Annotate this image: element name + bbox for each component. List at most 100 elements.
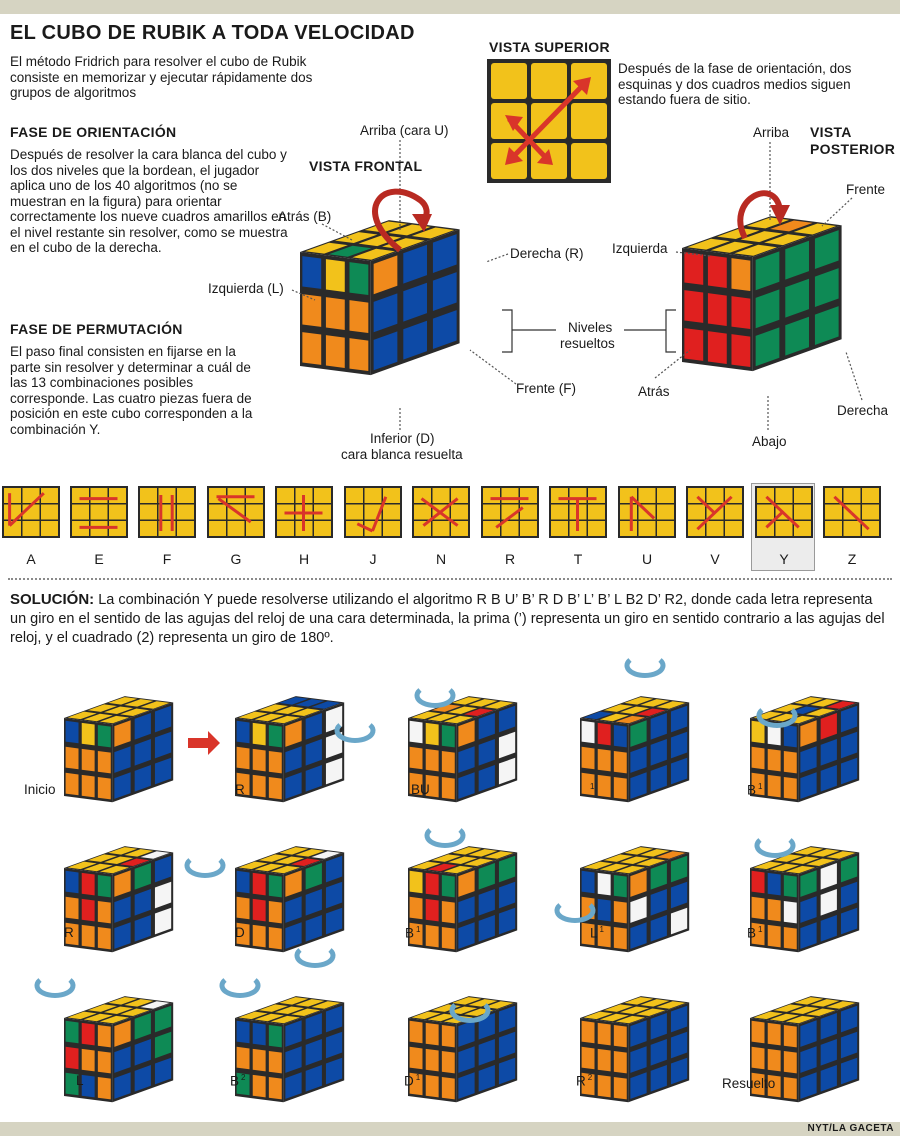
page-title: EL CUBO DE RUBIK A TODA VELOCIDAD [10,22,415,44]
step-cube-2 [235,696,345,803]
case-label-U: U [641,551,653,567]
case-F-icon [138,486,196,538]
front-view-heading: VISTA FRONTAL [309,158,423,174]
case-label-Z: Z [847,551,857,567]
step-label-11: L [76,1073,84,1088]
case-N-icon [412,486,470,538]
label-left-back: Izquierda [612,241,668,256]
label-left: Izquierda (L) [208,281,284,296]
levels-label-2: resueltos [560,336,615,351]
step-label-3: BU [411,782,430,797]
case-label-H: H [298,551,310,567]
rotate-arrow-icon [414,688,456,709]
step-cube-12 [235,996,345,1103]
step-label-6: R [64,925,74,940]
divider [8,578,892,580]
case-Y-icon [755,486,813,538]
step-cube-6 [64,846,174,953]
case-R-icon [481,486,539,538]
top-view-grid [487,59,611,183]
step-label-1: Inicio [24,782,56,797]
rotate-arrow-icon [624,658,666,679]
case-label-V: V [710,551,720,567]
case-V-icon [686,486,744,538]
case-label-N: N [435,551,447,567]
top-view-heading: VISTA SUPERIOR [489,39,610,55]
step-label-4: 1 [590,782,595,791]
case-label-E: E [94,551,104,567]
solution-body: La combinación Y puede resolverse utiliz… [10,592,885,646]
back-view-heading: VISTA [810,124,852,140]
step-cube-7 [235,846,345,953]
step-cube-8 [408,846,518,953]
step-cube-9 [580,846,690,953]
step-cube-10 [750,846,860,953]
step-label-2: R [235,782,245,797]
label-front: Frente (F) [516,381,577,396]
rotate-arrow-icon [554,903,596,924]
main-diagram [291,140,863,430]
case-label-A: A [26,551,36,567]
case-H-icon [275,486,333,538]
case-strip [2,486,881,538]
case-T-icon [549,486,607,538]
label-down-sub: cara blanca resuelta [341,447,463,462]
rotate-arrow-icon [219,978,261,999]
twist-arrowheads [412,205,790,232]
top-view-note: Después de la fase de orientación, dos e… [618,61,852,107]
case-label-J: J [369,551,377,567]
case-E-icon [70,486,128,538]
rotate-arrow-icon [294,948,336,969]
label-down: Inferior (D) [370,431,435,446]
leader-lines [291,140,863,430]
case-A-icon [2,486,60,538]
rotate-arrow-icon [334,723,376,744]
step-label-15: Resuelto [722,1076,776,1091]
levels-brackets [502,309,676,353]
step-cube-15 [750,996,860,1103]
back-cube [682,216,842,372]
rotate-arrow-icon [34,978,76,999]
step-cube-11 [64,996,174,1103]
rotate-arrow-icon [756,708,798,729]
label-right: Derecha (R) [510,246,584,261]
levels-label: Niveles [568,320,613,335]
label-back: Atrás (B) [278,209,332,224]
label-back-back: Atrás [638,384,670,399]
label-front-back: Frente [846,182,886,197]
step-cube-5 [750,696,860,803]
front-cube [300,220,460,376]
permutation-text: El paso final consisten en fijarse en la… [10,344,253,437]
permutation-heading: FASE DE PERMUTACIÓN [10,321,183,337]
case-label-F: F [162,551,172,567]
case-Z-icon [823,486,881,538]
orientation-heading: FASE DE ORIENTACIÓN [10,124,177,140]
label-up-back: Arriba [753,125,790,140]
step-label-7: D [235,925,245,940]
rotate-arrow-icon [184,858,226,879]
steps-diagram [34,658,860,1103]
step-cube-13 [408,996,518,1103]
rotate-arrow-icon [424,828,466,849]
rotate-arrow-icon [754,838,796,859]
label-right-back: Derecha [837,403,889,418]
case-label-R: R [504,551,516,567]
start-arrow-icon [188,731,220,755]
back-view-heading-2: POSTERIOR [810,141,896,157]
step-cube-4 [580,696,690,803]
solution-text: SOLUCIÓN: La combinación Y puede resolve… [10,590,890,648]
case-G-icon [207,486,265,538]
case-label-T: T [573,551,583,567]
rotate-arrow-icon [449,1003,491,1024]
case-J-icon [344,486,402,538]
step-cube-1 [64,696,174,803]
step-cube-3 [408,696,518,803]
case-U-icon [618,486,676,538]
top-band [0,0,900,14]
